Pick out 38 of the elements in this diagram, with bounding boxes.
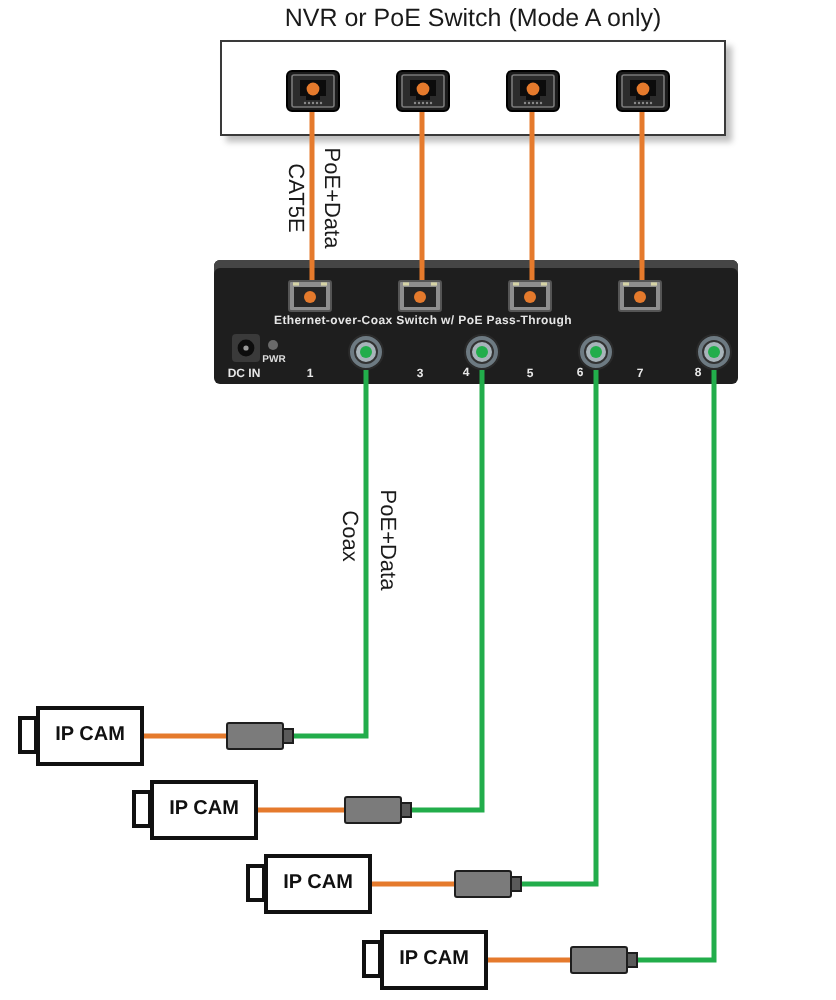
camera-box: IP CAM [380, 930, 488, 990]
cable-line [144, 733, 226, 739]
cable-line [372, 881, 454, 887]
camera-box: IP CAM [264, 854, 372, 914]
camera-box: IP CAM [36, 706, 144, 766]
cable-line [488, 957, 570, 963]
switch-device [214, 260, 738, 384]
cable-line [412, 370, 485, 813]
cable-line [638, 370, 717, 963]
edge-label: PoE+Data [373, 489, 399, 591]
coax-adapter [570, 946, 638, 974]
cable-line [529, 112, 535, 280]
camera-box: IP CAM [150, 780, 258, 840]
ethernet-port [615, 70, 669, 112]
cable-label: CAT5E [281, 163, 307, 233]
edge-label: PoE+Data [317, 147, 343, 249]
coax-connector [696, 334, 732, 370]
ethernet-port [508, 280, 552, 312]
ethernet-port [618, 280, 662, 312]
cable-line [639, 112, 645, 280]
cable-line [522, 370, 599, 887]
ethernet-port [285, 70, 339, 112]
ethernet-port [395, 70, 449, 112]
cable-label: Coax [335, 510, 361, 562]
cable-line [258, 807, 344, 813]
device-title: NVR or PoE Switch (Mode A only) [284, 4, 662, 34]
ethernet-port [398, 280, 442, 312]
coax-connector [348, 334, 384, 370]
coax-adapter [454, 870, 522, 898]
coax-adapter [226, 722, 294, 750]
coax-connector [464, 334, 500, 370]
cable-line [419, 112, 425, 280]
ethernet-port [288, 280, 332, 312]
cable-line [294, 370, 369, 739]
cable-line [309, 112, 315, 280]
coax-adapter [344, 796, 412, 824]
coax-connector [578, 334, 614, 370]
ethernet-port [505, 70, 559, 112]
